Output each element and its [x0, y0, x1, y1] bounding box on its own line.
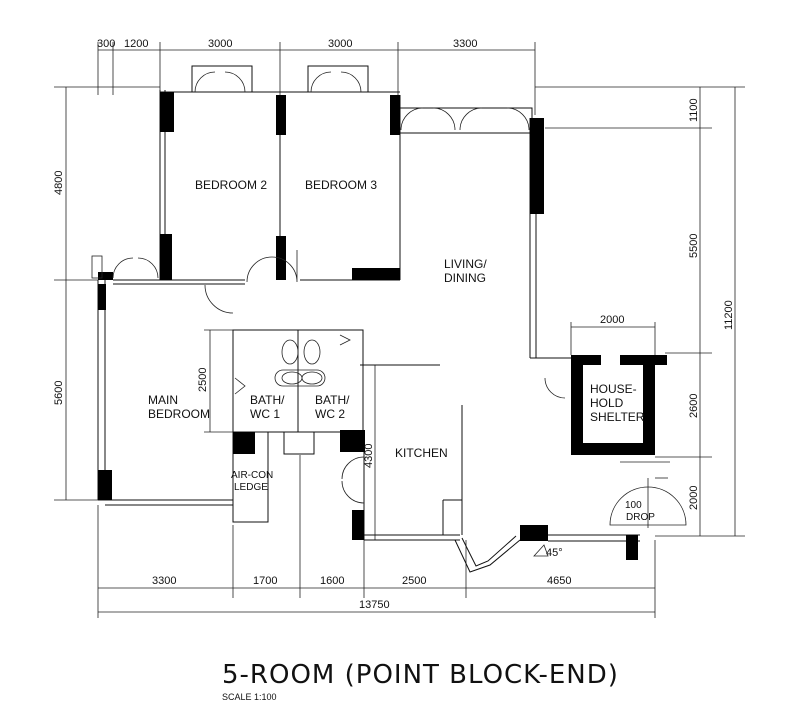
dimension-labels: 300 1200 3000 3000 3300 3300 1700 1600 2…	[53, 38, 735, 611]
dim-top-2: 1200	[124, 38, 148, 50]
dim-left-2: 5600	[53, 381, 65, 405]
label-main-2: BEDROOM	[148, 407, 210, 421]
dim-top-3: 3000	[208, 38, 232, 50]
dim-bottom-total: 13750	[359, 599, 390, 611]
dim-bottom-3: 1600	[320, 575, 344, 587]
label-drop-2: DROP	[626, 512, 655, 523]
solid-walls	[98, 92, 667, 560]
dim-right-1: 1100	[688, 98, 700, 122]
dim-right-total: 11200	[723, 300, 735, 330]
label-living-1: LIVING/	[444, 257, 487, 271]
dim-left-1: 4800	[53, 171, 65, 195]
dim-shelter-width: 2000	[600, 314, 624, 326]
label-bath1-1: BATH/	[250, 393, 285, 407]
label-bath2-1: BATH/	[315, 393, 350, 407]
label-aircon-2: LEDGE	[234, 482, 268, 493]
dim-bottom-5: 4650	[547, 575, 571, 587]
dim-right-2: 5500	[688, 234, 700, 258]
label-bedroom-2: BEDROOM 2	[195, 178, 267, 192]
plan-title: 5-ROOM (POINT BLOCK-END)	[222, 660, 619, 690]
plan-scale: SCALE 1:100	[222, 692, 277, 702]
dim-bottom-4: 2500	[402, 575, 426, 587]
fixtures	[274, 339, 549, 557]
label-kitchen: KITCHEN	[395, 446, 448, 460]
dim-angle: 45°	[546, 547, 563, 559]
label-drop-1: 100	[625, 500, 642, 511]
label-main-1: MAIN	[148, 393, 178, 407]
label-shelter-3: SHELTER	[590, 410, 645, 424]
dim-top-4: 3000	[328, 38, 352, 50]
dim-top-1: 300	[97, 38, 115, 50]
dim-right-4: 2000	[688, 486, 700, 510]
dim-right-3: 2600	[688, 394, 700, 418]
label-shelter-1: HOUSE-	[590, 382, 637, 396]
dimension-lines	[54, 42, 745, 618]
label-bath1-2: WC 1	[250, 407, 280, 421]
room-labels: BEDROOM 2 BEDROOM 3 LIVING/ DINING MAIN …	[148, 178, 655, 523]
label-bedroom-3: BEDROOM 3	[305, 178, 377, 192]
dim-bottom-2: 1700	[253, 575, 277, 587]
dim-top-5: 3300	[453, 38, 477, 50]
walls	[97, 65, 640, 573]
doors	[91, 71, 687, 528]
dim-bottom-1: 3300	[152, 575, 176, 587]
dim-bath-height: 2500	[197, 368, 209, 392]
dim-kitchen-height: 4300	[363, 444, 375, 468]
label-bath2-2: WC 2	[315, 407, 345, 421]
label-shelter-2: HOLD	[590, 396, 624, 410]
label-aircon-1: AIR-CON	[231, 470, 273, 481]
label-living-2: DINING	[444, 271, 486, 285]
